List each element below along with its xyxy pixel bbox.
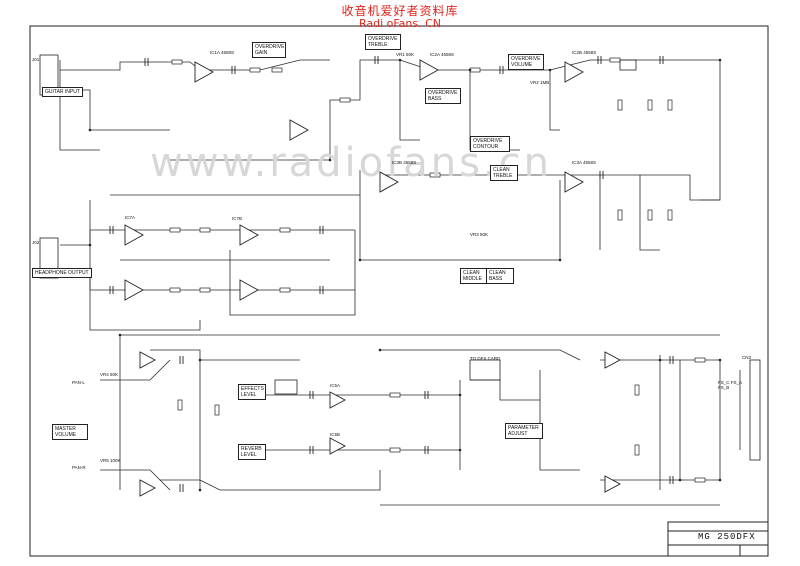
part-ic3: IC2B 4558S [572, 50, 597, 55]
part-ic1: IC1A 4558S [210, 50, 235, 55]
part-vr2: VR2 1MB [530, 80, 550, 85]
label-overdrive-bass: OVERDRIVE BASS [425, 88, 461, 104]
part-ic9: IC5B [330, 432, 341, 437]
part-ic8: IC5A [330, 383, 341, 388]
part-cn: CN3 [742, 355, 752, 360]
label-overdrive-volume: OVERDRIVE VOLUME [508, 54, 544, 70]
part-ic7: IC7B [232, 216, 243, 221]
label-clean-treble: CLEAN TREBLE [490, 165, 518, 181]
part-j1: J01 [32, 57, 40, 62]
part-j2: J02 [32, 240, 40, 245]
label-clean-middle: CLEAN MIDDLE [460, 268, 488, 284]
part-fs: FS_C FS_A FS_B [718, 380, 742, 390]
part-vr1: VR1 50K [396, 52, 415, 57]
label-clean-bass: CLEAN BASS [486, 268, 514, 284]
label-overdrive-gain: OVERDRIVE GAIN [252, 42, 286, 58]
part-vr3: VR3 50K [470, 232, 489, 237]
part-vr5: VR5 100K [100, 458, 121, 463]
label-parameter-adjust: PARAMETER ADJUST [505, 423, 543, 439]
wire-network [59, 59, 741, 506]
label-dfx-card: TO DFX CARD [470, 356, 501, 361]
part-pan-r: PAN-R [72, 465, 86, 470]
site-header-cn: 收音机爱好者资料库 [341, 4, 459, 18]
label-guitar-input: GUITAR INPUT [42, 87, 83, 97]
part-ic4: IC3B 4558S [392, 160, 417, 165]
resistor-symbols [169, 57, 706, 483]
junction-dots [88, 58, 722, 492]
part-pan-l: PAN-L [72, 380, 85, 385]
site-header-en: Radi oFans. CN [358, 17, 442, 30]
part-ic6: IC7A [125, 215, 136, 220]
label-master-volume: MASTER VOLUME [52, 424, 88, 440]
model-title: MG 250DFX [698, 532, 756, 542]
label-overdrive-contour: OVERDRIVE CONTOUR [470, 136, 510, 152]
opamp-symbols [124, 59, 621, 497]
label-reverb-level: REVERB LEVEL [238, 444, 266, 460]
drawing-frame [29, 25, 769, 557]
label-overdrive-treble: OVERDRIVE TREBLE [365, 34, 401, 50]
part-ic2: IC2A 4558S [430, 52, 455, 57]
label-effects-level: EFFECTS LEVEL [238, 384, 266, 400]
part-ic5: IC3A 4558S [572, 160, 597, 165]
capacitor-symbols [109, 56, 674, 492]
label-headphone-output: HEADPHONE OUTPUT [32, 268, 92, 278]
part-vr4: VR4 50K [100, 372, 119, 377]
